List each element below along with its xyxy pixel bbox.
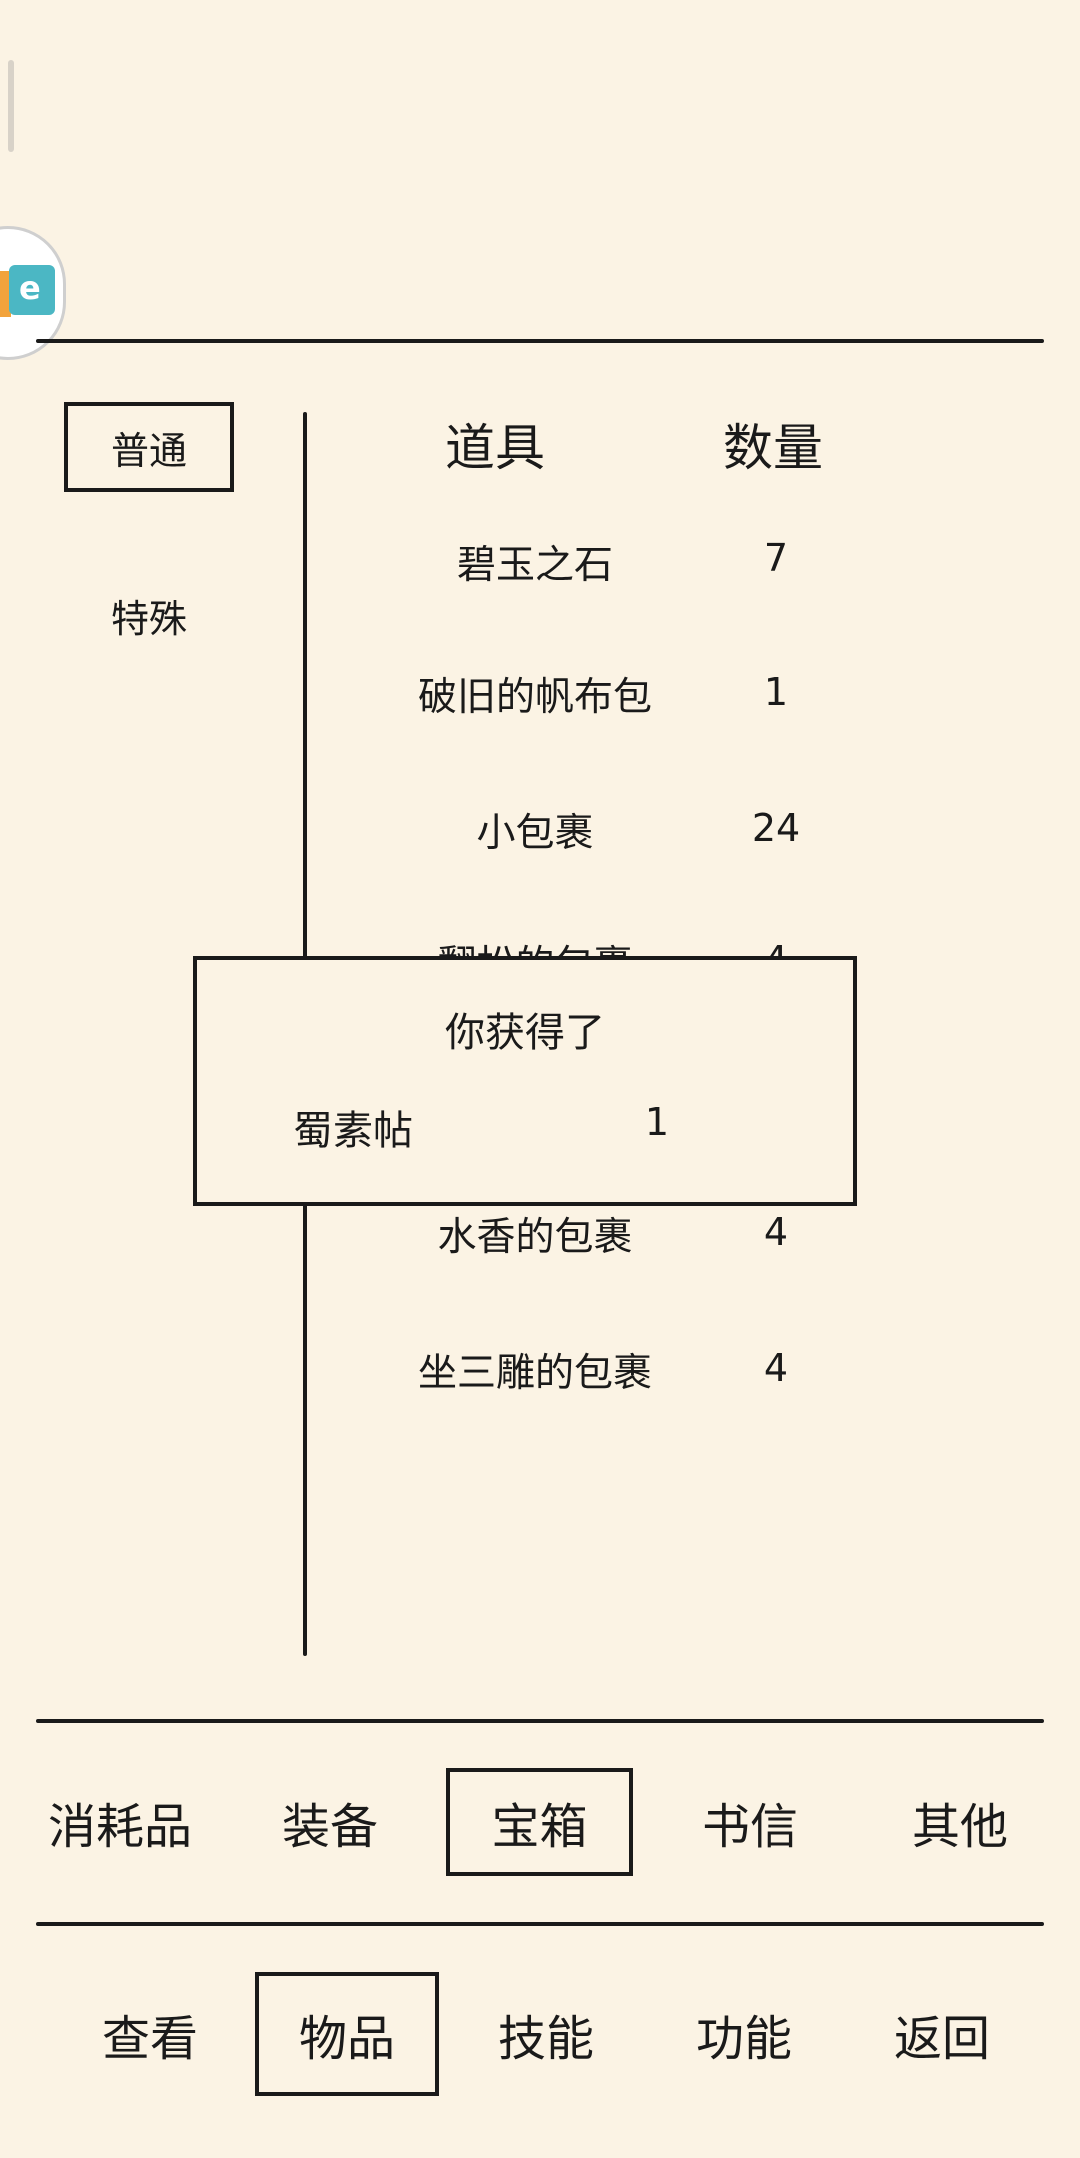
item-qty: 4 [763, 1210, 789, 1254]
item-name[interactable]: 碧玉之石 [456, 543, 613, 588]
reward-popup[interactable]: 你获得了 蜀素帖 1 [193, 956, 857, 1206]
scroll-indicator [8, 60, 14, 152]
category-tab-others[interactable]: 其他 [911, 1799, 1008, 1855]
category-tab-equipment[interactable]: 装备 [281, 1799, 378, 1855]
category-tab-letters[interactable]: 书信 [701, 1799, 798, 1855]
item-qty: 24 [751, 806, 801, 850]
nav-tab-skills[interactable]: 技能 [497, 2011, 594, 2067]
item-qty: 1 [763, 670, 789, 714]
nav-tab-view[interactable]: 查看 [101, 2011, 198, 2067]
top-divider [36, 339, 1044, 343]
item-name[interactable]: 小包裹 [476, 811, 594, 856]
subtab-special[interactable]: 特殊 [110, 596, 187, 641]
item-name[interactable]: 坐三雕的包裹 [417, 1351, 652, 1396]
subtab-normal[interactable]: 普通 [64, 402, 234, 492]
nav-tab-functions[interactable]: 功能 [695, 2011, 792, 2067]
nav-top-divider [36, 1922, 1044, 1926]
column-header-item: 道具 [445, 419, 545, 477]
popup-title: 你获得了 [445, 1010, 605, 1056]
nav-tab-back[interactable]: 返回 [893, 2011, 990, 2067]
column-header-quantity: 数量 [723, 419, 823, 477]
reward-item-name: 蜀素帖 [293, 1108, 413, 1154]
item-name[interactable]: 水香的包裹 [437, 1215, 633, 1260]
item-qty: 4 [763, 1346, 789, 1390]
category-top-divider [36, 1719, 1044, 1723]
nav-tab-items[interactable]: 物品 [255, 1972, 439, 2096]
item-name[interactable]: 破旧的帆布包 [417, 675, 652, 720]
category-tab-chests[interactable]: 宝箱 [446, 1768, 633, 1876]
category-tab-consumables[interactable]: 消耗品 [47, 1799, 192, 1855]
item-qty: 7 [763, 536, 789, 580]
reward-item-qty: 1 [644, 1100, 670, 1144]
